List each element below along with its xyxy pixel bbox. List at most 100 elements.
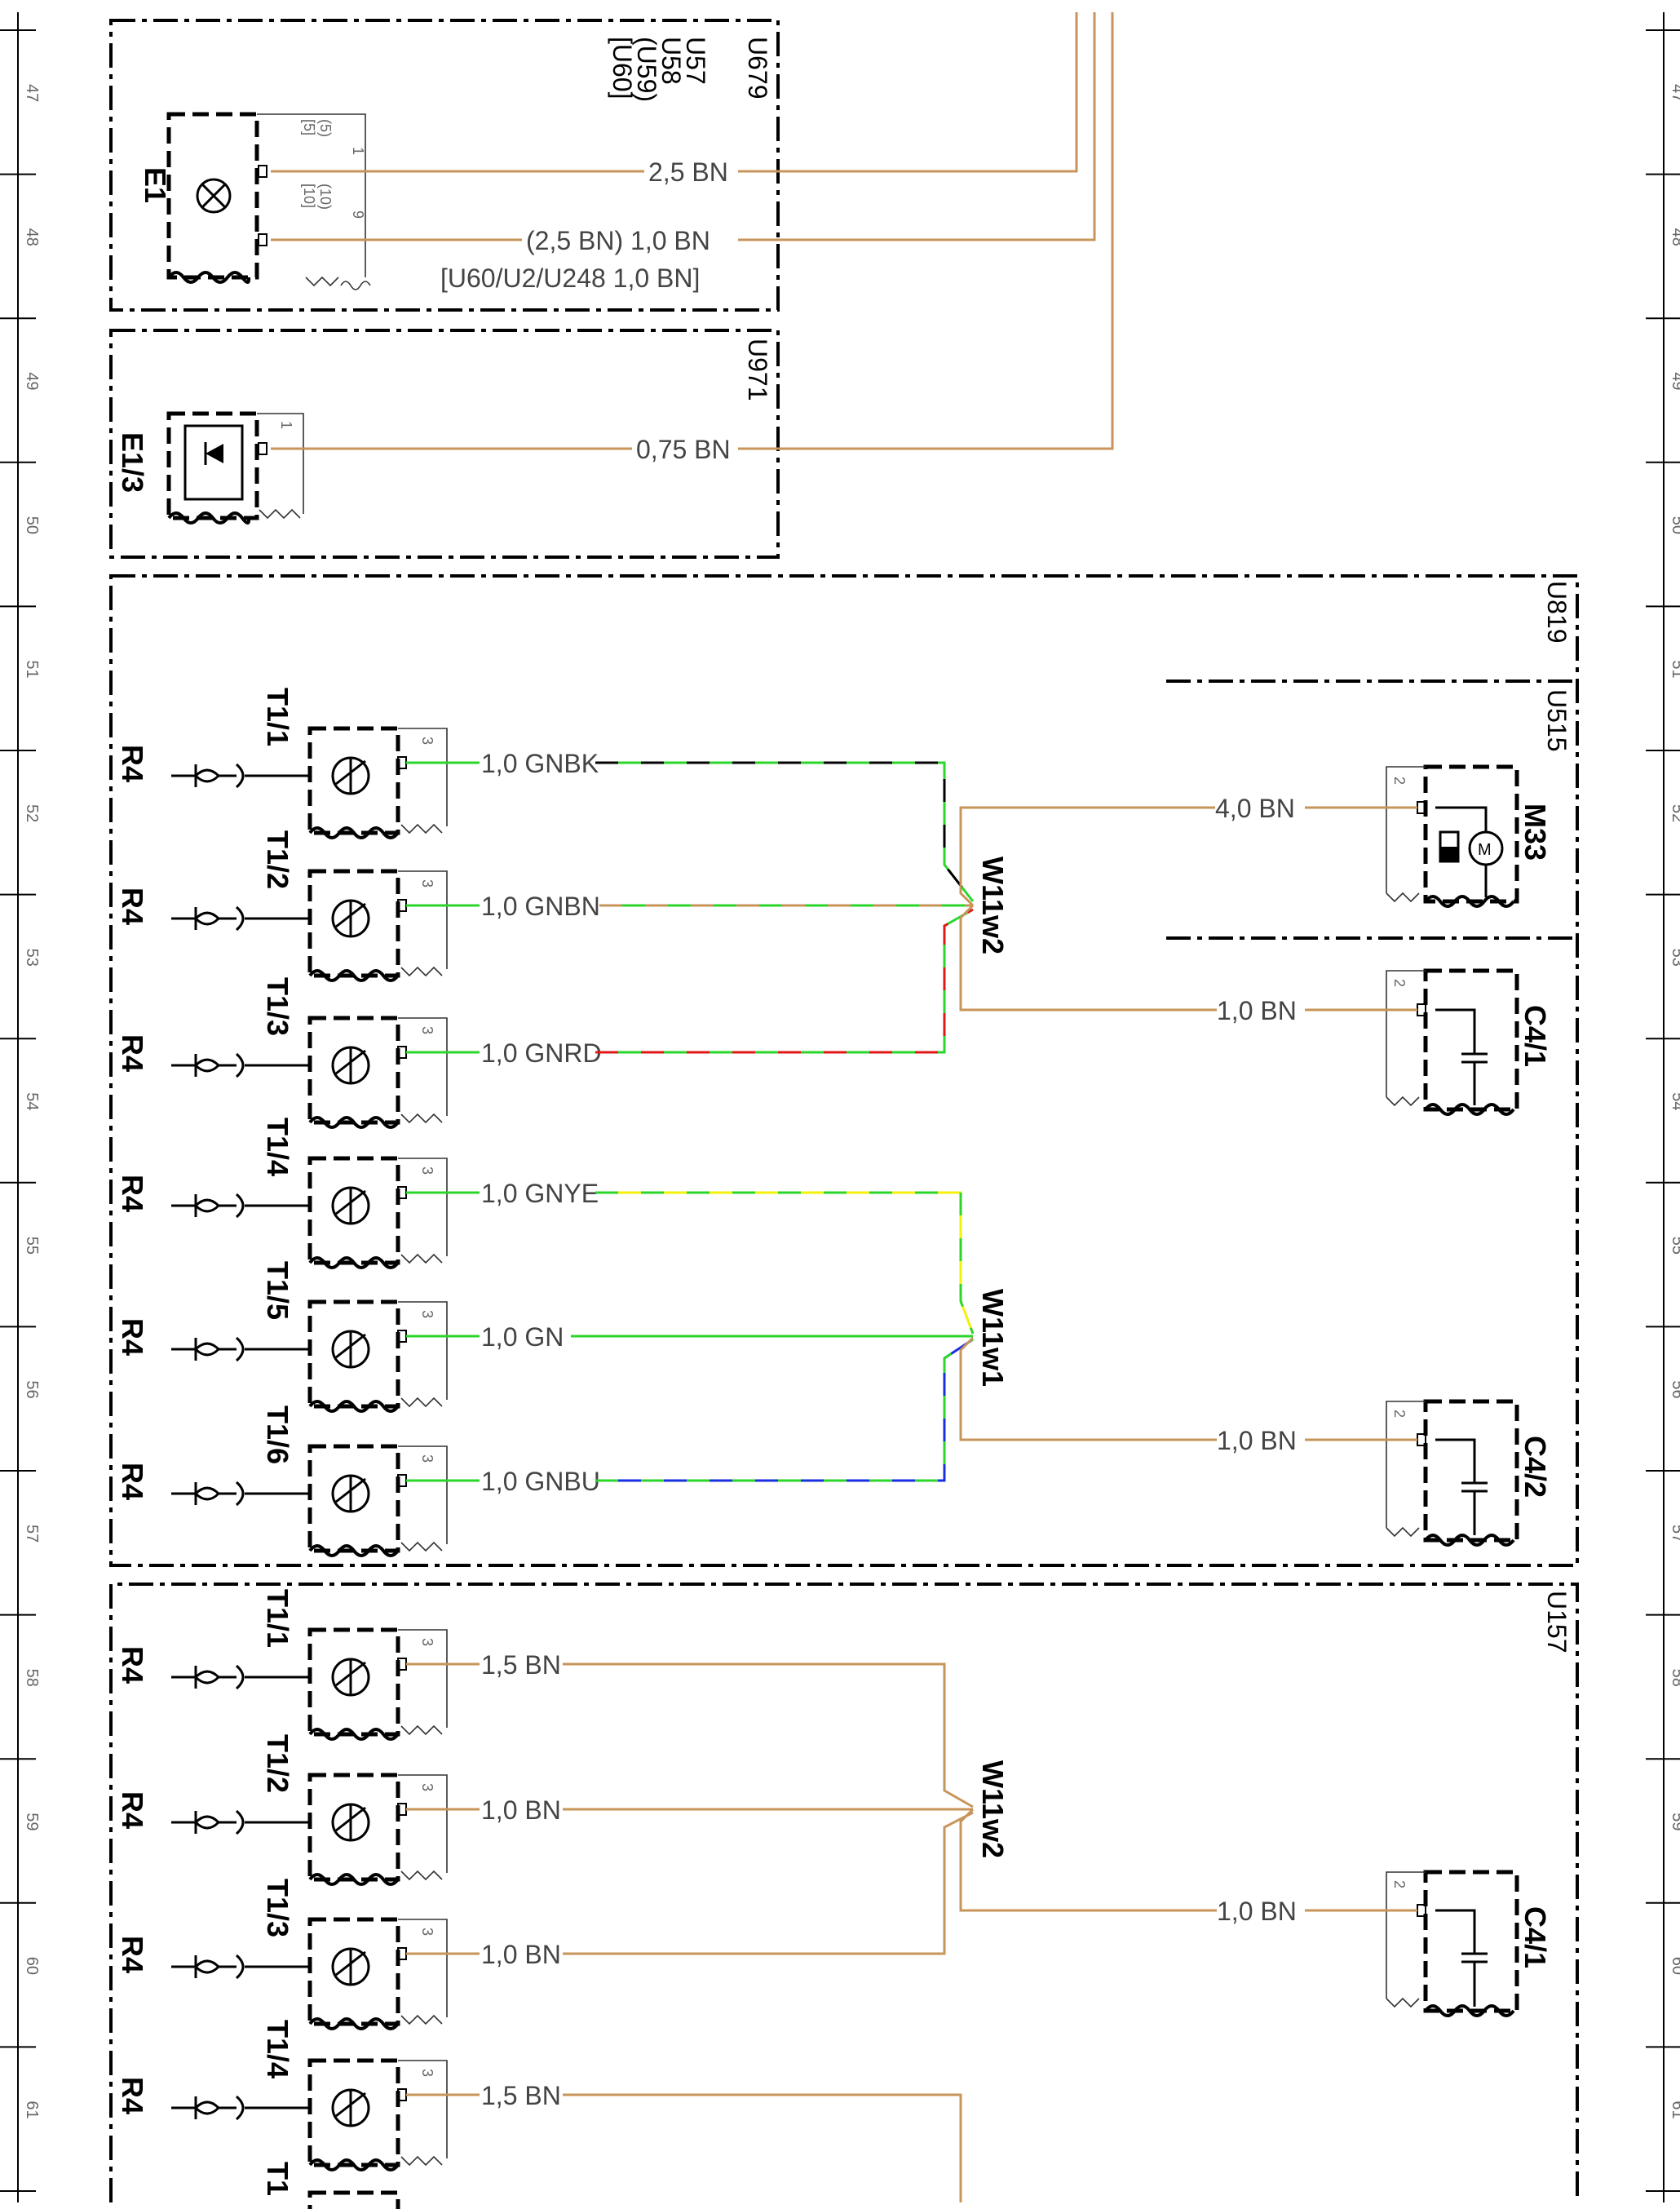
row-number: 61 (23, 2101, 41, 2118)
row-number: 60 (23, 1957, 41, 1975)
resistor-label: R4 (116, 2077, 149, 2114)
row-number: 58 (1669, 1669, 1680, 1687)
row-number: 54 (23, 1092, 41, 1110)
capacitor-c4-1: 2 C4/1 (1386, 968, 1552, 1116)
component-label-c4-1: C4/1 (1519, 1005, 1552, 1067)
resistor-label: R4 (116, 745, 149, 782)
sensor-label: T1/2 (261, 1734, 294, 1793)
lamp-e1: E1 (5) [5] 1 (10) [10] 9 (139, 112, 371, 290)
row-number: 56 (1669, 1380, 1680, 1398)
sensor-label: T1/6 (261, 1406, 294, 1464)
option-code-u58: U58 (657, 37, 686, 85)
zone-code-u157: U157 (1542, 1591, 1572, 1653)
wire-label: 1,0 GNBN (481, 892, 600, 921)
capacitor-c4-1: 2 C4/1 (1386, 1870, 1552, 2017)
splice-label-w11w2: W11w2 (976, 857, 1010, 954)
sensor-label: T1/5 (261, 1261, 294, 1320)
wire-label: 1,0 BN (1217, 1897, 1297, 1926)
row-number: 53 (1669, 949, 1680, 967)
pin-label: (10) (317, 184, 334, 210)
temperature-sensor: T1/2R4 3 1,0 BN (116, 1734, 561, 1886)
wire-label: 1,5 BN (481, 2081, 561, 2110)
row-number: 54 (1669, 1092, 1680, 1110)
row-number: 55 (23, 1237, 41, 1255)
wire-label: 1,0 GNBU (481, 1467, 600, 1496)
row-number: 50 (1669, 516, 1680, 534)
resistor-connector-icon (171, 1052, 245, 1078)
resistor-connector-icon (171, 1336, 245, 1362)
led-e1-3: E1/3 1 (116, 411, 304, 525)
row-number: 47 (1669, 84, 1680, 102)
resistor-label: R4 (116, 1646, 149, 1684)
capacitor-c4-2: 2 C4/2 (1386, 1399, 1552, 1547)
resistor-label: R4 (116, 1463, 149, 1500)
zone-code-u971: U971 (743, 339, 772, 401)
row-number: 59 (1669, 1813, 1680, 1831)
sensor-label: T1/1 (261, 1589, 294, 1648)
pin-label: [10] (301, 184, 317, 208)
option-code-u59: (U59) (632, 37, 661, 102)
row-number: 52 (23, 804, 41, 822)
row-number: 53 (23, 949, 41, 967)
zone-code-u679: U679 (743, 37, 772, 100)
row-number: 61 (1669, 2101, 1680, 2118)
wire-label: 2,5 BN (648, 157, 728, 187)
option-code-u57: U57 (681, 37, 710, 85)
wire-label: 4,0 BN (1215, 794, 1295, 823)
pin-label: 3 (419, 879, 435, 888)
wire-label: 1,0 BN (481, 1795, 561, 1825)
pin-label: 1 (350, 147, 366, 155)
resistor-label: R4 (116, 1318, 149, 1356)
pin-label: (5) (317, 119, 334, 137)
resistor-connector-icon (171, 1193, 245, 1219)
component-label-partial: T1 (261, 2162, 294, 2196)
row-number: 48 (23, 228, 41, 246)
wire-label-alt: [U60/U2/U248 1,0 BN] (440, 263, 700, 293)
motor-m33: M 2 M33 (1386, 764, 1552, 908)
resistor-label: R4 (116, 1175, 149, 1212)
component-label-m33: M33 (1519, 803, 1552, 861)
wire-harness-w11w1: W11w1 (571, 1191, 1217, 1482)
row-number: 55 (1669, 1237, 1680, 1255)
zone-code-u515: U515 (1542, 689, 1572, 752)
pin-label: 3 (419, 1026, 435, 1034)
resistor-connector-icon (171, 1664, 245, 1690)
resistor-connector-icon (171, 763, 245, 789)
zone-u971: U971 E1/3 1 0,75 BN (109, 12, 1114, 559)
resistor-connector-icon (171, 1481, 245, 1507)
wire-label: 1,0 GNBK (481, 749, 599, 778)
row-number: 47 (23, 84, 41, 102)
row-number: 49 (1669, 372, 1680, 390)
sensor-label: T1/3 (261, 1879, 294, 1937)
row-number: 49 (23, 372, 41, 390)
pin-label: 3 (419, 1638, 435, 1646)
row-number: 48 (1669, 228, 1680, 246)
resistor-label: R4 (116, 1791, 149, 1829)
lamp-icon (196, 178, 232, 214)
led-icon (206, 444, 223, 463)
wire-label: 1,0 GN (481, 1322, 564, 1352)
pin-label: 2 (1391, 777, 1408, 785)
row-number: 51 (1669, 660, 1680, 678)
resistor-connector-icon (171, 1954, 245, 1980)
pin-label: 2 (1391, 1410, 1408, 1418)
sensor-label: T1/3 (261, 977, 294, 1036)
pin-label: 3 (419, 737, 435, 745)
sensor-label: T1/4 (261, 2020, 294, 2078)
splice-label-w11w2: W11w2 (976, 1760, 1010, 1858)
row-number: 56 (23, 1380, 41, 1398)
zone-code-u819: U819 (1542, 581, 1572, 644)
row-number: 59 (23, 1813, 41, 1831)
svg-text:M: M (1478, 841, 1492, 859)
pin-label: 9 (350, 210, 366, 219)
pin-label: 3 (419, 1783, 435, 1791)
pin-label: 1 (278, 421, 294, 429)
